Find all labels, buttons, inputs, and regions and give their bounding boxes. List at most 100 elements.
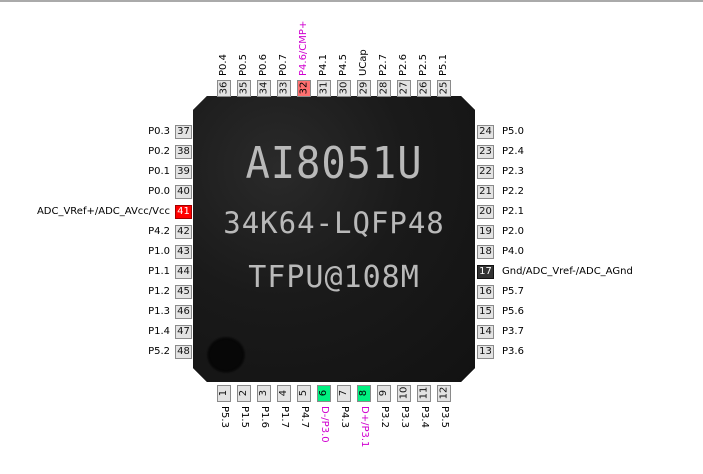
- pin-13: 13: [477, 345, 494, 359]
- pin-label-35: P0.5: [238, 54, 249, 76]
- pin-label-10: P3.3: [399, 406, 410, 428]
- pin-32: 32: [297, 80, 311, 97]
- chip-package-text: 34K64-LQFP48: [223, 206, 445, 240]
- pin-25: 25: [437, 80, 451, 97]
- pin-44: 44: [175, 265, 192, 279]
- pin-40: 40: [175, 185, 192, 199]
- pin-label-37: P0.3: [148, 126, 170, 137]
- pin-label-29: UCap: [358, 49, 369, 76]
- pin-3: 3: [257, 385, 271, 402]
- pin-18: 18: [477, 245, 494, 259]
- pin-number-34: 34: [258, 81, 270, 95]
- pin-33: 33: [277, 80, 291, 97]
- pin-number-9: 9: [378, 389, 389, 397]
- pin-2: 2: [237, 385, 251, 402]
- pin-47: 47: [175, 325, 192, 339]
- pin-number-26: 26: [418, 81, 430, 95]
- pin-label-33: P0.7: [278, 54, 289, 76]
- pin-number-36: 36: [218, 81, 230, 95]
- pin-4: 4: [277, 385, 291, 402]
- pin-39: 39: [175, 165, 192, 179]
- pin-31: 31: [317, 80, 331, 97]
- pin-number-33: 33: [278, 81, 290, 95]
- pin-number-3: 3: [258, 389, 269, 397]
- pin-36: 36: [217, 80, 231, 97]
- pin-46: 46: [175, 305, 192, 319]
- pin-label-19: P2.0: [502, 226, 524, 237]
- pin-23: 23: [477, 145, 494, 159]
- pin-label-7: P4.3: [339, 406, 350, 428]
- pin-label-41: ADC_VRef+/ADC_AVcc/Vcc: [36, 206, 170, 217]
- pin-label-30: P4.5: [338, 54, 349, 76]
- pin-48: 48: [175, 345, 192, 359]
- pin-label-18: P4.0: [502, 246, 524, 257]
- pin-number-28: 28: [378, 81, 390, 95]
- pin-label-44: P1.1: [148, 266, 170, 277]
- pin-number-8: 8: [358, 389, 369, 397]
- chip-model-text: AI8051U: [245, 138, 423, 189]
- pin-label-11: P3.4: [419, 406, 430, 428]
- pin-number-32: 32: [298, 81, 310, 95]
- pin-label-15: P5.6: [502, 306, 524, 317]
- pin-label-1: P5.3: [219, 406, 230, 428]
- pin-label-12: P3.5: [439, 406, 450, 428]
- pin-number-7: 7: [338, 389, 349, 397]
- pin-24: 24: [477, 125, 494, 139]
- pin-27: 27: [397, 80, 411, 97]
- pin-number-4: 4: [278, 389, 289, 397]
- pin-number-1: 1: [218, 389, 229, 397]
- pin-number-11: 11: [418, 386, 430, 400]
- pin-label-43: P1.0: [148, 246, 170, 257]
- pin-number-5: 5: [298, 389, 309, 397]
- chip-package: AI8051U 34K64-LQFP48 TFPU@108M: [193, 96, 475, 382]
- pin-label-42: P4.2: [148, 226, 170, 237]
- pin-number-12: 12: [438, 386, 450, 400]
- pin-22: 22: [477, 165, 494, 179]
- pin-label-9: P3.2: [379, 406, 390, 428]
- pin-42: 42: [175, 225, 192, 239]
- pin-34: 34: [257, 80, 271, 97]
- pin-35: 35: [237, 80, 251, 97]
- pin-label-25: P5.1: [438, 54, 449, 76]
- pin-label-4: P1.7: [279, 406, 290, 428]
- top-border: [0, 0, 703, 2]
- pin-label-38: P0.2: [148, 146, 170, 157]
- pin-15: 15: [477, 305, 494, 319]
- pin-label-3: P1.6: [259, 406, 270, 428]
- pin-43: 43: [175, 245, 192, 259]
- pin-label-39: P0.1: [148, 166, 170, 177]
- pin-1: 1: [217, 385, 231, 402]
- pin-label-48: P5.2: [148, 346, 170, 357]
- pin-label-45: P1.2: [148, 286, 170, 297]
- pin-label-21: P2.2: [502, 186, 524, 197]
- pin-label-40: P0.0: [148, 186, 170, 197]
- pin-number-35: 35: [238, 81, 250, 95]
- pin-12: 12: [437, 385, 451, 402]
- pin-number-2: 2: [238, 389, 249, 397]
- pin-label-23: P2.4: [502, 146, 524, 157]
- pin-38: 38: [175, 145, 192, 159]
- pin-label-34: P0.6: [258, 54, 269, 76]
- pin-26: 26: [417, 80, 431, 97]
- pin-number-27: 27: [398, 81, 410, 95]
- pin-14: 14: [477, 325, 494, 339]
- pin-20: 20: [477, 205, 494, 219]
- pin-21: 21: [477, 185, 494, 199]
- pin-label-32: P4.6/CMP+: [298, 20, 309, 76]
- pin-label-5: P4.7: [299, 406, 310, 428]
- pin-label-17: Gnd/ADC_Vref-/ADC_AGnd: [502, 266, 633, 277]
- pin-number-25: 25: [438, 81, 450, 95]
- pin-number-31: 31: [318, 81, 330, 95]
- pin-30: 30: [337, 80, 351, 97]
- pin-label-14: P3.7: [502, 326, 524, 337]
- pin-label-47: P1.4: [148, 326, 170, 337]
- pin1-indicator-dot: [206, 336, 246, 374]
- pin-label-13: P3.6: [502, 346, 524, 357]
- pin-label-2: P1.5: [239, 406, 250, 428]
- pin-label-36: P0.4: [218, 54, 229, 76]
- pin-5: 5: [297, 385, 311, 402]
- pin-9: 9: [377, 385, 391, 402]
- pin-label-8: D+/P3.1: [359, 406, 370, 448]
- pin-7: 7: [337, 385, 351, 402]
- pin-label-20: P2.1: [502, 206, 524, 217]
